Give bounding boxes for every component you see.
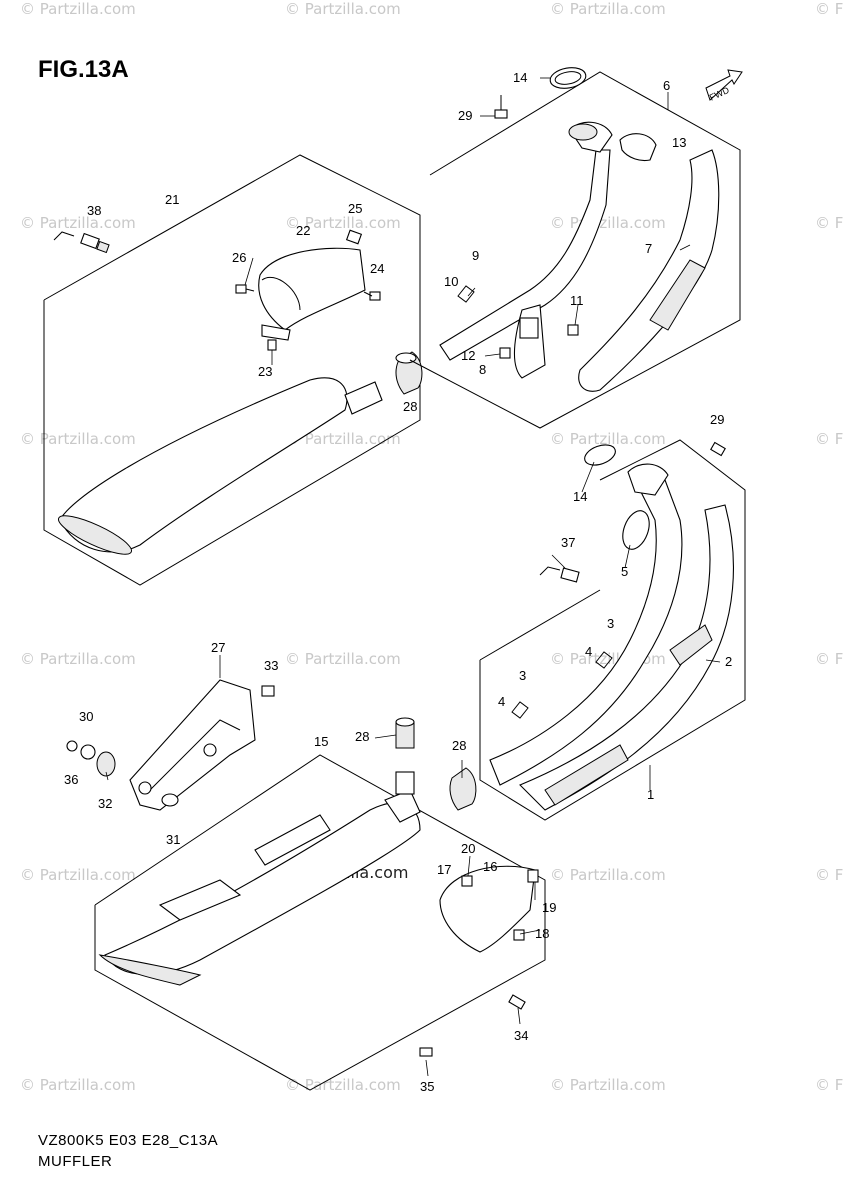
sensor-icon — [53, 231, 110, 254]
callout-label: 17 — [437, 862, 451, 877]
bracket-27 — [66, 679, 275, 811]
watermark: © Partzilla.com — [20, 650, 136, 668]
watermark: © Partzilla.com — [285, 214, 401, 232]
callout-label: 33 — [264, 658, 278, 673]
callout-label: 9 — [472, 248, 479, 263]
bushing-28-mid — [395, 717, 477, 811]
watermark: © F — [815, 1076, 843, 1094]
bushing-28-top — [395, 351, 423, 395]
callout-label: 22 — [296, 223, 310, 238]
watermark-layer: © Partzilla.com © Partzilla.com © Partzi… — [20, 0, 843, 1094]
callout-label: 10 — [444, 274, 458, 289]
callout-label: 8 — [479, 362, 486, 377]
callout-label: 27 — [211, 640, 225, 655]
callout-label: 11 — [570, 293, 584, 308]
callout-label: 32 — [98, 796, 112, 811]
callout-label: 4 — [498, 694, 505, 709]
watermark: © Partzilla.com — [20, 866, 136, 884]
callout-label: 13 — [672, 135, 686, 150]
callout-label: 23 — [258, 364, 272, 379]
callout-label: 24 — [370, 261, 384, 276]
fwd-arrow-icon: FWD — [705, 69, 743, 103]
watermark: © F — [815, 650, 843, 668]
rear-pipe-box-1 — [479, 439, 746, 821]
figure-code: VZ800K5 E03 E28_C13A — [38, 1132, 219, 1149]
watermark: © Partzilla.com — [550, 430, 666, 448]
watermark: © Partzilla.com — [20, 430, 136, 448]
callout-label: 18 — [535, 926, 549, 941]
callout-label: 3 — [519, 668, 526, 683]
callout-label: 37 — [561, 535, 575, 550]
callout-label: 2 — [725, 654, 732, 669]
watermark: © Partzilla.com — [550, 214, 666, 232]
figure-title: FIG.13A — [38, 56, 129, 83]
watermark: © Partzilla.com — [550, 0, 666, 18]
watermark: © Partzilla.com — [285, 0, 401, 18]
screw-icon — [235, 284, 381, 351]
watermark: © F — [815, 214, 843, 232]
callout-label: 21 — [165, 192, 179, 207]
callout-label: 12 — [461, 348, 475, 363]
callout-label: 28 — [403, 399, 417, 414]
callout-label: 35 — [420, 1079, 434, 1094]
watermark: © Partzilla.com — [20, 0, 136, 18]
callout-label: 3 — [607, 616, 614, 631]
watermark: © Partzilla.com — [285, 650, 401, 668]
callout-label: 14 — [573, 489, 587, 504]
watermark: © F — [815, 430, 843, 448]
callout-labels: 1 2 3 3 4 4 5 6 7 8 9 10 11 12 13 14 14 … — [64, 70, 732, 1094]
lower-muffler-box-15 — [94, 754, 546, 1091]
watermark: © Partzilla.com — [285, 1076, 401, 1094]
callout-label: 29 — [458, 108, 472, 123]
callout-label: 28 — [452, 738, 466, 753]
callout-label: 26 — [232, 250, 246, 265]
callout-label: 7 — [645, 241, 652, 256]
watermark: © Partzilla.com — [285, 430, 401, 448]
callout-label: 28 — [355, 729, 369, 744]
callout-label: 1 — [647, 787, 654, 802]
callout-label: 38 — [87, 203, 101, 218]
watermark: © Partzilla.com — [20, 214, 136, 232]
callout-label: 34 — [514, 1028, 528, 1043]
leader-lines — [105, 77, 721, 1077]
watermark: © Partzilla.com — [550, 866, 666, 884]
callout-label: 15 — [314, 734, 328, 749]
callout-label: 31 — [166, 832, 180, 847]
watermark: © Partzilla.com — [20, 1076, 136, 1094]
watermark: © Partzilla.com — [550, 1076, 666, 1094]
callout-label: 25 — [348, 201, 362, 216]
callout-label: 5 — [621, 564, 628, 579]
figure-name: MUFFLER — [38, 1153, 113, 1170]
front-pipe-box-6 — [409, 67, 741, 429]
watermark: © F — [815, 866, 843, 884]
callout-label: 29 — [710, 412, 724, 427]
watermark: © F — [815, 0, 843, 18]
callout-label: 6 — [663, 78, 670, 93]
callout-label: 30 — [79, 709, 93, 724]
callout-label: 16 — [483, 859, 497, 874]
muffler-box-21 — [43, 154, 421, 586]
callout-label: 19 — [542, 900, 556, 915]
callout-label: 36 — [64, 772, 78, 787]
callout-label: 20 — [461, 841, 475, 856]
callout-label: 14 — [513, 70, 527, 85]
callout-label: 4 — [585, 644, 592, 659]
